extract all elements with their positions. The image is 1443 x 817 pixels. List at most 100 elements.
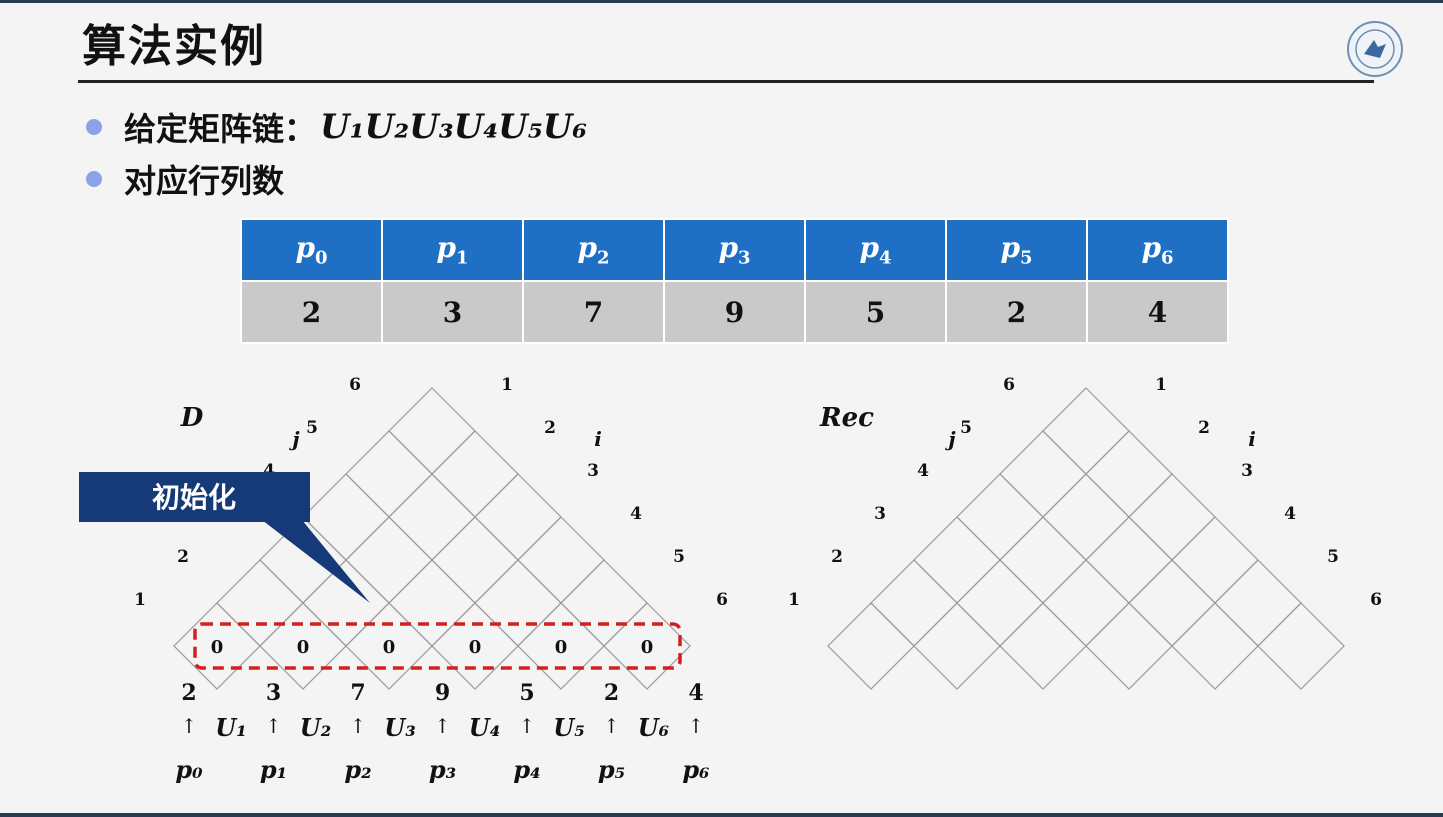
rec-cell-1-4 xyxy=(956,473,1044,561)
matrix-label: U₃ xyxy=(384,713,415,742)
d-diagonal-value: 0 xyxy=(555,637,568,658)
d-diagonal-value: 0 xyxy=(469,637,482,658)
dim-value: 9 xyxy=(435,680,450,706)
table-value-p4: 5 xyxy=(804,280,947,344)
frame-top xyxy=(0,0,1443,3)
d_diagram-j-index-6: 6 xyxy=(349,375,361,395)
arrow-up-icon: ↑ xyxy=(519,714,536,738)
table-header-subscript: 0 xyxy=(315,247,328,269)
rec_diagram-i-index-4: 4 xyxy=(1284,504,1296,524)
bullet-dims-label: 对应行列数 xyxy=(124,162,285,200)
d_diagram-i-index-4: 4 xyxy=(630,504,642,524)
d_diagram-i-index-1: 1 xyxy=(501,375,513,395)
arrow-up-icon: ↑ xyxy=(434,714,451,738)
rec-cell-4-6 xyxy=(1171,516,1259,604)
callout-pointer xyxy=(262,520,370,603)
d_diagram-j-index-5: 5 xyxy=(306,418,318,438)
table-header-subscript: 3 xyxy=(738,247,751,269)
d-i-axis-label: i xyxy=(594,427,602,451)
p-label: p₃ xyxy=(429,755,456,784)
rec-cell-2-6 xyxy=(1085,430,1173,518)
rec-cell-3-3 xyxy=(999,602,1087,690)
table-header-subscript: 6 xyxy=(1161,247,1174,269)
d_diagram-i-index-5: 5 xyxy=(673,547,685,567)
callout-box xyxy=(79,472,310,522)
rec_diagram-i-index-6: 6 xyxy=(1370,590,1382,610)
table-header-symbol: p xyxy=(718,231,739,265)
d-cell-3-6 xyxy=(474,473,562,561)
d-cell-2-5 xyxy=(388,473,476,561)
rec-j-axis-label: j xyxy=(944,427,956,451)
d-cell-3-5 xyxy=(431,516,519,604)
d_diagram-i-index-6: 6 xyxy=(716,590,728,610)
table-value-p1: 3 xyxy=(381,280,524,344)
rec_diagram-j-index-3: 3 xyxy=(874,504,886,524)
rec-cell-3-6 xyxy=(1128,473,1216,561)
rec-cell-3-5 xyxy=(1085,516,1173,604)
rec-cell-5-6 xyxy=(1214,559,1302,647)
arrow-up-icon: ↑ xyxy=(181,714,198,738)
arrow-up-icon: ↑ xyxy=(603,714,620,738)
rec_diagram-j-index-1: 1 xyxy=(788,590,800,610)
table-header-p5: p5 xyxy=(945,218,1088,282)
p-label: p₁ xyxy=(260,755,287,784)
rec_diagram-i-index-5: 5 xyxy=(1327,547,1339,567)
d-triangle-grid xyxy=(173,387,691,690)
table-header-p4: p4 xyxy=(804,218,947,282)
table-header-p0: p0 xyxy=(240,218,383,282)
d-diagram-name: D xyxy=(180,403,204,433)
d-j-axis-label: j xyxy=(288,427,300,451)
table-header-p3: p3 xyxy=(663,218,806,282)
table-value-p5: 2 xyxy=(945,280,1088,344)
d-cell-5-6 xyxy=(560,559,648,647)
callout-text: 初始化 xyxy=(152,481,236,514)
dim-value: 3 xyxy=(266,680,281,706)
d-cell-2-6 xyxy=(431,430,519,518)
d_diagram-i-index-3: 3 xyxy=(587,461,599,481)
d-cell-4-5 xyxy=(474,559,562,647)
p-label: p₆ xyxy=(682,755,709,784)
dim-value: 7 xyxy=(350,680,365,706)
rec_diagram-j-index-4: 4 xyxy=(917,461,929,481)
slide-title: 算法实例 xyxy=(82,21,266,72)
table-header-symbol: p xyxy=(436,231,457,265)
matrix-label: U₄ xyxy=(469,713,500,742)
rec-cell-1-1 xyxy=(827,602,915,690)
rec-triangle-grid xyxy=(827,387,1345,690)
rec-cell-3-4 xyxy=(1042,559,1130,647)
p-label: p₀ xyxy=(175,755,203,784)
table-header-p6: p6 xyxy=(1086,218,1229,282)
matrix-label: U₂ xyxy=(300,713,331,742)
rec-cell-4-4 xyxy=(1085,602,1173,690)
d-cell-1-6 xyxy=(388,387,476,475)
bullet-chain-label: 给定矩阵链： xyxy=(124,110,317,148)
rec-cell-4-5 xyxy=(1128,559,1216,647)
arrow-up-icon: ↑ xyxy=(688,714,705,738)
table-header-p1: p1 xyxy=(381,218,524,282)
table-header-symbol: p xyxy=(859,231,880,265)
table-header-subscript: 4 xyxy=(879,247,892,269)
rec_diagram-i-index-1: 1 xyxy=(1155,375,1167,395)
d_diagram-i-index-2: 2 xyxy=(544,418,556,438)
dim-value: 2 xyxy=(604,680,619,706)
rec-cell-2-2 xyxy=(913,602,1001,690)
table-header-symbol: p xyxy=(577,231,598,265)
rec-cell-2-5 xyxy=(1042,473,1130,561)
matrix-label: U₆ xyxy=(638,713,669,742)
rec-cell-2-4 xyxy=(999,516,1087,604)
d-cell-3-4 xyxy=(388,559,476,647)
rec-cell-6-6 xyxy=(1257,602,1345,690)
matrix-label: U₁ xyxy=(215,713,246,742)
rec-diagram-name: Rec xyxy=(819,403,874,433)
d-diagonal-value: 0 xyxy=(383,637,396,658)
dim-value: 4 xyxy=(688,680,703,706)
arrow-up-icon: ↑ xyxy=(265,714,282,738)
rec-cell-1-3 xyxy=(913,516,1001,604)
table-header-symbol: p xyxy=(1141,231,1162,265)
d-cell-1-2 xyxy=(216,559,304,647)
d-cell-2-3 xyxy=(302,559,390,647)
matrix-chain: U₁U₂U₃U₄U₅U₆ xyxy=(320,107,588,147)
bullet-matrix-chain: 给定矩阵链： U₁U₂U₃U₄U₅U₆ xyxy=(86,104,587,150)
